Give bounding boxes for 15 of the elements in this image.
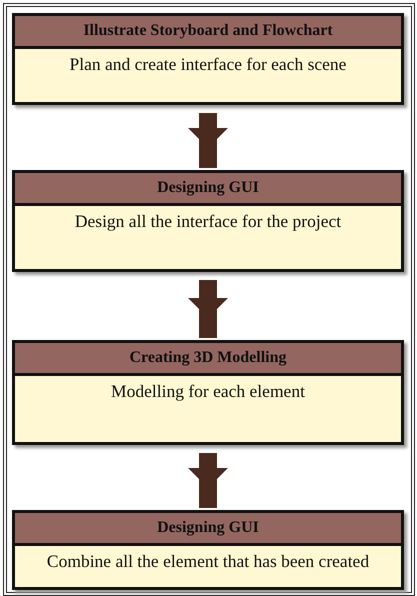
process-box [12,13,404,105]
step-description: Modelling for each element [15,376,401,442]
process-box [12,170,404,272]
step-heading: Designing GUI [15,513,401,546]
step-description: Plan and create interface for each scene [15,49,401,102]
step-description: Design all the interface for the project [15,206,401,269]
step-heading: Creating 3D Modelling [15,343,401,376]
process-box [12,510,404,590]
block-arrow [188,280,228,338]
block-arrow [188,113,228,168]
step-heading: Illustrate Storyboard and Flowchart [15,16,401,49]
step-heading: Designing GUI [15,173,401,206]
block-arrow [188,453,228,508]
step-description: Combine all the element that has been created [15,546,401,587]
process-box [12,340,404,445]
